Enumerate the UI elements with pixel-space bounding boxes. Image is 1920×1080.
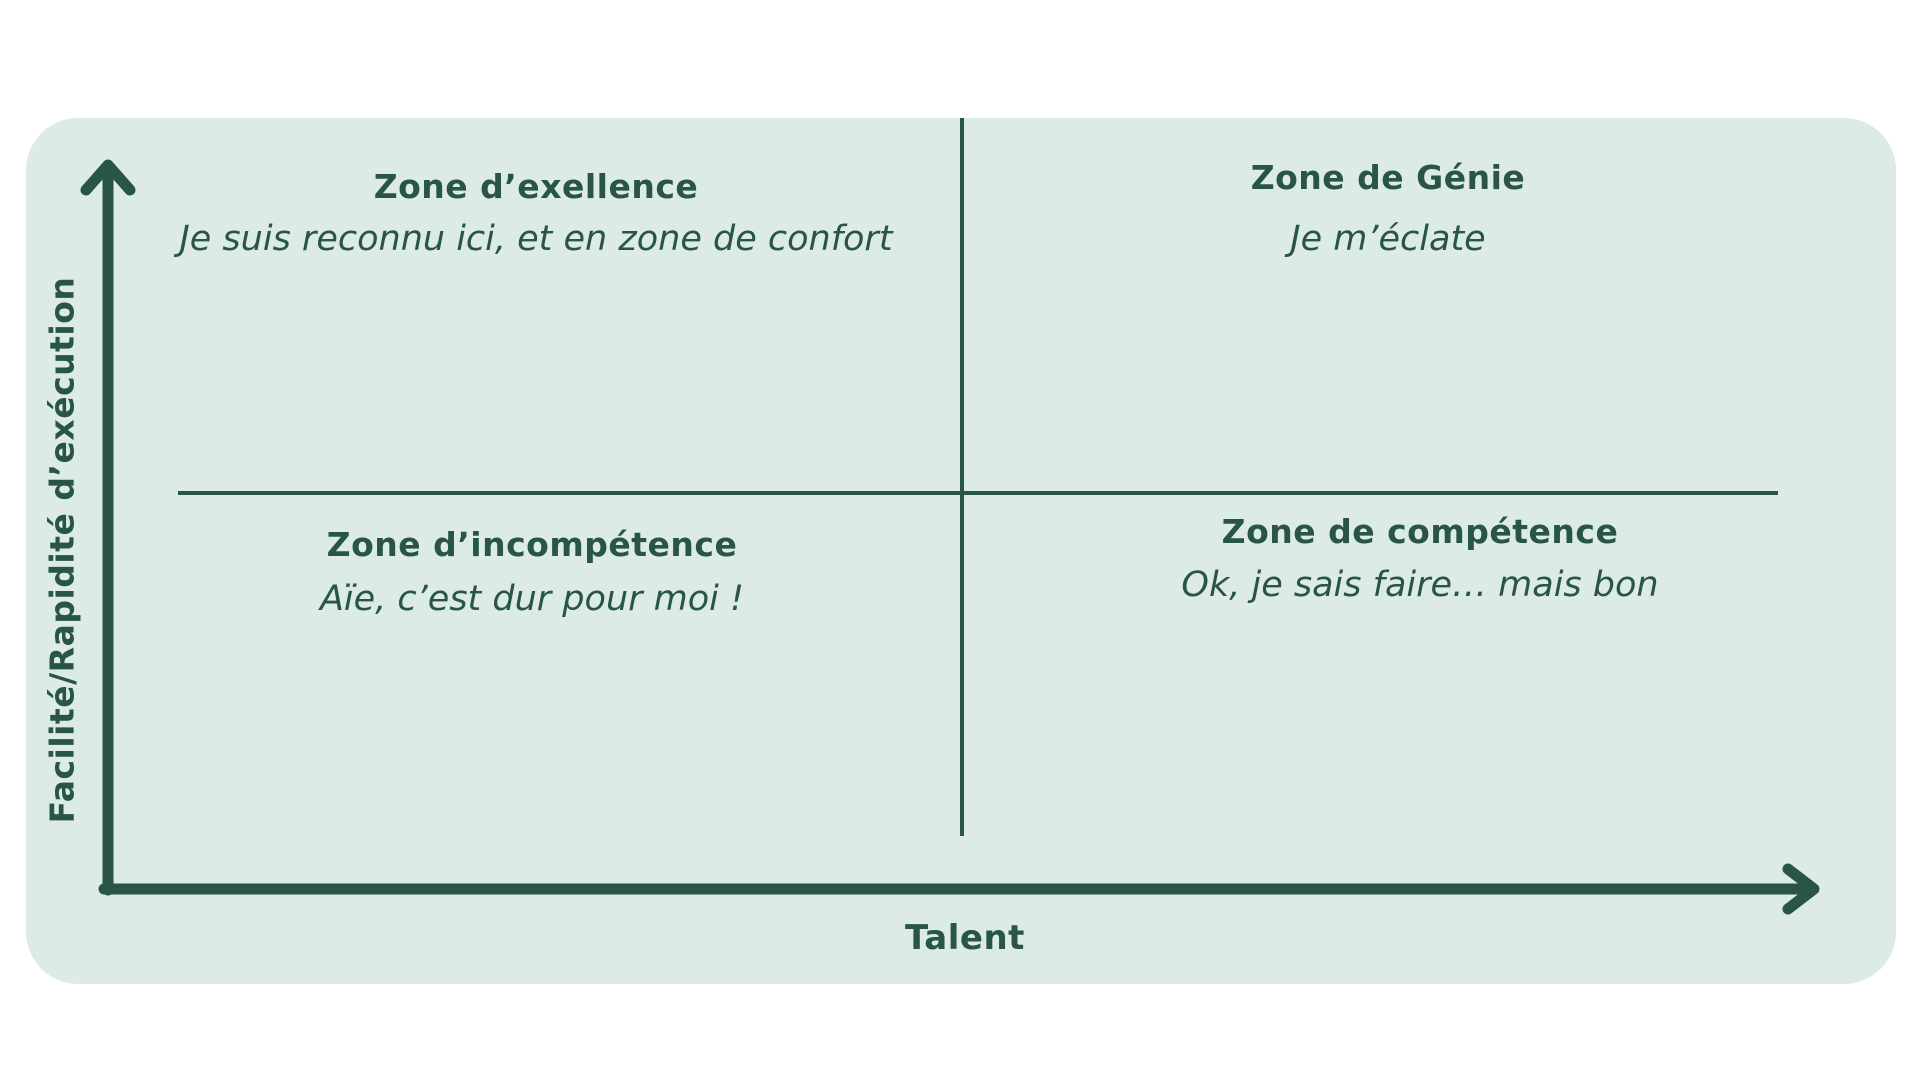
y-axis-label: Facilité/Rapidité d’exécution: [42, 276, 82, 824]
x-axis-arrowhead: [1782, 863, 1820, 915]
quadrant-top-right-subtitle: Je m’éclate: [1290, 219, 1486, 259]
quadrant-top-left-title: Zone d’exellence: [373, 167, 699, 206]
quadrant-bottom-left-title: Zone d’incompétence: [326, 525, 738, 564]
x-axis-label: Talent: [905, 918, 1025, 958]
y-axis-arrowhead: [80, 159, 136, 196]
quadrant-top-left-subtitle: Je suis reconnu ici, et en zone de confo…: [179, 219, 893, 259]
quadrant-top-right-title: Zone de Génie: [1250, 158, 1526, 197]
quadrant-bottom-right-subtitle: Ok, je sais faire… mais bon: [1181, 565, 1659, 605]
quadrant-bottom-right-title: Zone de compétence: [1221, 512, 1619, 551]
quadrant-bottom-left-subtitle: Aïe, c’est dur pour moi !: [319, 579, 745, 619]
